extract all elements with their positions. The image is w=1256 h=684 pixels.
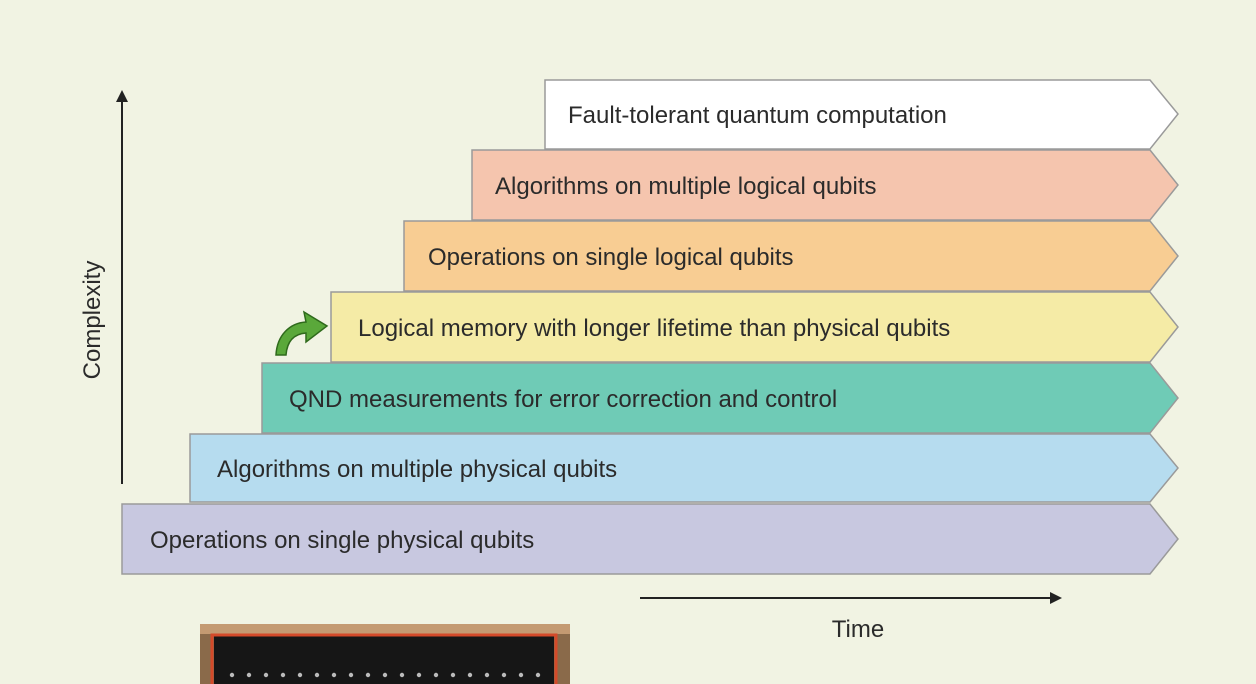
step-5-label: Operations on single logical qubits (428, 244, 794, 271)
step-6-shape (471, 149, 1179, 221)
time-axis-label: Time (832, 616, 884, 643)
step-4: Logical memory with longer lifetime than… (330, 291, 1179, 363)
step-2: Algorithms on multiple physical qubits (189, 433, 1179, 503)
complexity-axis-label: Complexity (79, 261, 106, 380)
curved-arrow-icon (275, 310, 329, 356)
step-4-label: Logical memory with longer lifetime than… (358, 315, 950, 342)
step-3: QND measurements for error correction an… (261, 362, 1179, 434)
step-2-label: Algorithms on multiple physical qubits (217, 456, 617, 483)
step-1-label: Operations on single physical qubits (150, 527, 534, 554)
step-7: Fault-tolerant quantum computation (544, 79, 1179, 150)
step-3-shape (261, 362, 1179, 434)
step-6-label: Algorithms on multiple logical qubits (495, 173, 877, 200)
step-5: Operations on single logical qubits (403, 220, 1179, 292)
step-1: Operations on single physical qubits (121, 503, 1179, 575)
ion-trap-photo (200, 624, 570, 684)
step-4-shape (330, 291, 1179, 363)
step-3-label: QND measurements for error correction an… (289, 386, 837, 413)
step-2-shape (189, 433, 1179, 503)
step-6: Algorithms on multiple logical qubits (471, 149, 1179, 221)
step-5-shape (403, 220, 1179, 292)
step-7-shape (544, 79, 1179, 150)
step-1-shape (121, 503, 1179, 575)
step-7-label: Fault-tolerant quantum computation (568, 102, 947, 129)
